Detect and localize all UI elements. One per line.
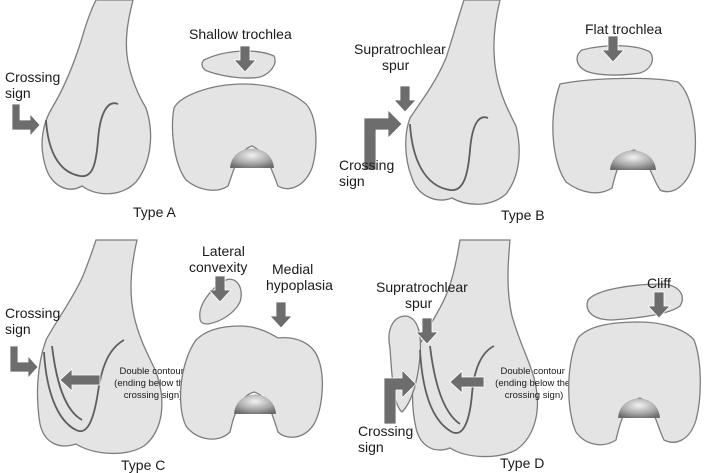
panel-type-b: Supratrochlear spur Crossing sign Flat t… [339,0,695,223]
type-label-a: Type A [133,204,176,220]
crossing-sign-label-a: Crossing sign [5,69,64,101]
medial-hypoplasia-label-c: Medial hypoplasia [266,261,333,293]
panel-type-c: Crossing sign Double contour (ending bel… [5,240,333,473]
femur-lateral-view-a [42,0,151,194]
supratrochlear-spur-arrow-b [394,86,416,112]
crossing-sign-label-d: Crossing sign [358,423,417,455]
cliff-label-d: Cliff [647,275,671,291]
type-label-c: Type C [121,457,165,473]
trochlea-label-a: Shallow trochlea [189,26,292,42]
distal-femur-axial-d [569,322,701,445]
distal-femur-axial-b [553,78,696,192]
trochlea-label-b: Flat trochlea [585,21,662,37]
femur-lateral-view-d [413,240,538,457]
panel-type-a: Crossing sign Shallow trochlea Type A [5,0,316,220]
femur-lateral-view-c [38,240,162,453]
lateral-convexity-label-c: Lateral convexity [189,243,249,275]
crossing-sign-arrow-a [12,104,40,136]
crossing-sign-arrow-c [10,346,38,378]
distal-femur-axial-c [181,326,323,439]
crossing-sign-label-b: Crossing sign [339,157,398,189]
supratrochlear-spur-label-b: Supratrochlear spur [354,41,450,73]
double-contour-label-d: Double contour (ending below the crossin… [495,366,573,401]
distal-femur-axial-a [173,84,316,190]
femur-lateral-view-b [406,0,519,204]
medial-hypoplasia-arrow-c [270,302,292,328]
panel-type-d: Supratrochlear spur Crossing sign Double… [358,240,700,471]
type-label-b: Type B [501,207,545,223]
type-label-d: Type D [500,455,544,471]
